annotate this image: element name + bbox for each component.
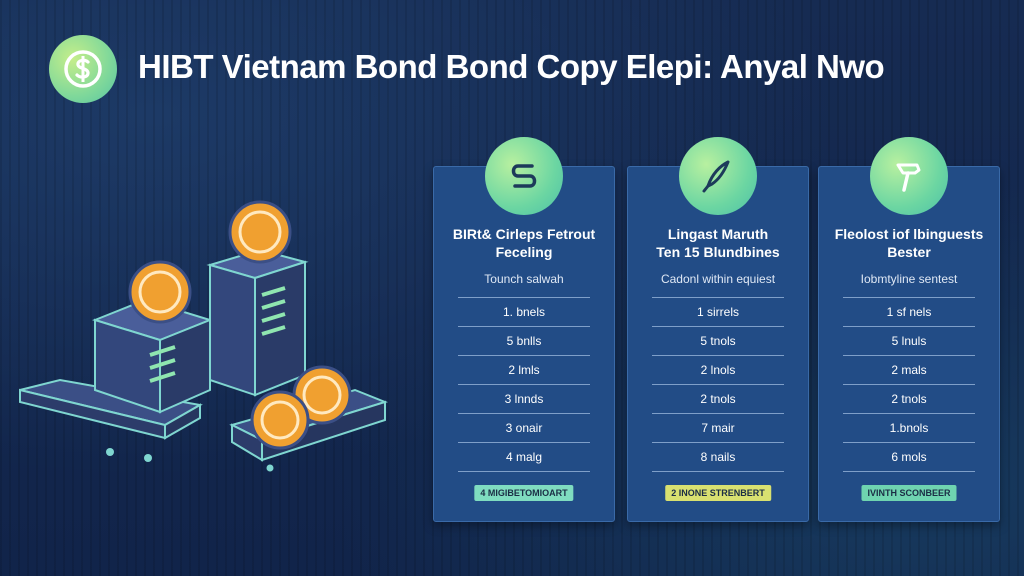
list-item: 2 tnols [652, 384, 784, 413]
list-item: 2 lnols [652, 355, 784, 384]
card-heading: BIRt& Cirleps Fetrout Feceling [452, 226, 596, 260]
card-list: 1 sf nels 5 lnuls 2 mals 2 tnols 1.bnols… [843, 297, 975, 472]
coin-icon [292, 365, 352, 425]
feather-pen-icon [679, 137, 757, 215]
list-item: 2 lmls [458, 355, 590, 384]
list-item: 5 bnlls [458, 326, 590, 355]
card-subtitle: Tounch salwah [484, 272, 564, 286]
card-list: 1 sirrels 5 tnols 2 lnols 2 tnols 7 mair… [652, 297, 784, 472]
page-title: HIBT Vietnam Bond Bond Copy Elepi: Anyal… [138, 48, 885, 85]
list-item: 5 lnuls [843, 326, 975, 355]
dollar-coin-icon [49, 35, 117, 103]
list-item: 6 mols [843, 442, 975, 472]
hammer-icon [870, 137, 948, 215]
coin-icon [128, 260, 192, 324]
list-item: 7 mair [652, 413, 784, 442]
list-item: 3 onair [458, 413, 590, 442]
card-subtitle: Iobmtyline sentest [860, 272, 958, 286]
list-item: 2 tnols [843, 384, 975, 413]
info-card: Lingast Maruth Ten 15 Blundbines Cadonl … [627, 137, 809, 522]
dollar-sign-icon [485, 137, 563, 215]
list-item: 1 sf nels [843, 297, 975, 326]
list-item: 1. bnels [458, 297, 590, 326]
server-box-tall [206, 248, 309, 397]
list-item: 1 sirrels [652, 297, 784, 326]
card-badge: 2 INONE STRENBERT [665, 485, 771, 501]
card-badge: IVINTH SCONBEER [861, 485, 957, 501]
list-item: 5 tnols [652, 326, 784, 355]
list-item: 1.bnols [843, 413, 975, 442]
server-coins-illustration [19, 200, 388, 472]
card-heading: Fleolost iof lbinguests Bester [834, 226, 984, 260]
info-card: Fleolost iof lbinguests Bester Iobmtylin… [818, 137, 1000, 522]
coin-icon [228, 200, 292, 264]
list-item: 4 malg [458, 442, 590, 472]
card-subtitle: Cadonl within equiest [660, 272, 776, 286]
info-card: BIRt& Cirleps Fetrout Feceling Tounch sa… [433, 137, 615, 522]
card-badge: 4 MIGIBETOMIOART [474, 485, 574, 501]
card-list: 1. bnels 5 bnlls 2 lmls 3 lnnds 3 onair … [458, 297, 590, 472]
card-heading: Lingast Maruth Ten 15 Blundbines [656, 226, 780, 260]
list-item: 3 lnnds [458, 384, 590, 413]
coin-icon [250, 390, 310, 450]
platform-left [19, 378, 203, 462]
list-item: 2 mals [843, 355, 975, 384]
list-item: 8 nails [652, 442, 784, 472]
